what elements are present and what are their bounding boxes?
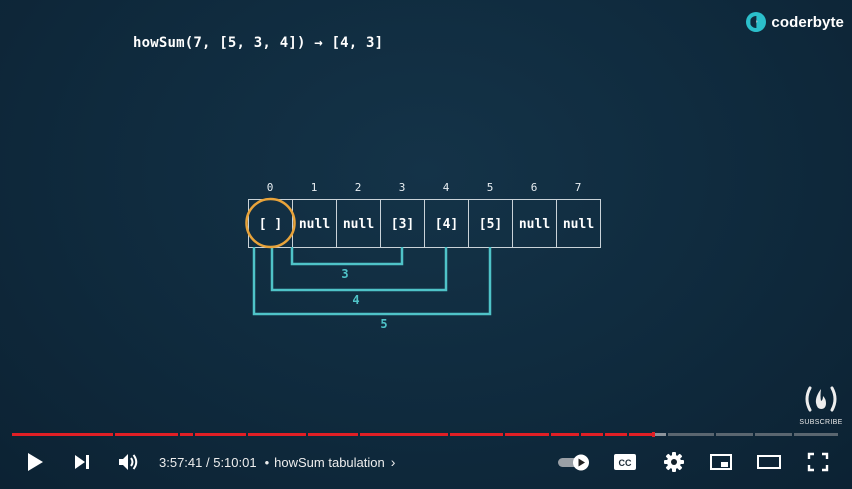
jump-label: 5	[380, 317, 387, 331]
time-separator: /	[202, 454, 214, 470]
chapter-segment	[794, 433, 838, 436]
next-icon	[75, 455, 89, 469]
chapter-segment	[668, 433, 714, 436]
chapter-segment	[505, 433, 549, 436]
subscribe-watermark[interactable]: SUBSCRIBE	[798, 385, 844, 426]
time-display: 3:57:41 / 5:10:01 • howSum tabulation ›	[159, 440, 395, 484]
closed-captions-icon: CC	[614, 454, 636, 470]
player-controls: 3:57:41 / 5:10:01 • howSum tabulation › …	[0, 440, 852, 484]
fullscreen-icon	[807, 452, 829, 472]
chapter-segment	[12, 433, 113, 436]
index-label: 4	[443, 181, 450, 194]
function-call-caption: howSum(7, [5, 3, 4]) → [4, 3]	[133, 35, 384, 51]
jump-label: 3	[341, 267, 348, 281]
autoplay-toggle[interactable]	[556, 440, 594, 484]
chapter-segment	[551, 433, 579, 436]
table-cell-value: null	[563, 217, 594, 232]
jump-bracket	[252, 247, 492, 316]
chevron-right-icon: ›	[390, 454, 396, 470]
coderbyte-logo-icon: ›	[746, 12, 767, 32]
index-label: 5	[487, 181, 494, 194]
chapter-segment	[629, 433, 653, 436]
jump-bracket	[290, 247, 404, 266]
current-time: 3:57:41	[159, 454, 203, 470]
chapter-segment	[308, 433, 358, 436]
brand-logo: › coderbyte	[746, 12, 844, 32]
duration: 5:10:01	[213, 454, 257, 470]
chapter-segment	[605, 433, 627, 436]
jump-bracket	[270, 247, 448, 292]
table-cell-value: [ ]	[259, 217, 282, 232]
fullscreen-button[interactable]	[804, 440, 832, 484]
table-cell-value: [4]	[435, 217, 458, 232]
theater-mode-button[interactable]	[754, 440, 784, 484]
play-button[interactable]	[22, 440, 48, 484]
table-cell-value: [3]	[391, 217, 414, 232]
theater-mode-icon	[757, 455, 781, 469]
table-cell-value: [5]	[479, 217, 502, 232]
volume-icon	[119, 454, 138, 470]
chapter-button[interactable]: • howSum tabulation ›	[265, 454, 396, 470]
table-cell	[556, 199, 601, 248]
chapter-segment	[115, 433, 178, 436]
chapter-segment	[450, 433, 503, 436]
index-label: 7	[575, 181, 582, 194]
index-label: 6	[531, 181, 538, 194]
gear-icon	[664, 452, 684, 472]
svg-text:CC: CC	[619, 458, 632, 468]
chapter-segment	[581, 433, 603, 436]
progress-bar[interactable]	[12, 432, 840, 438]
autoplay-toggle-icon	[558, 454, 589, 471]
index-row: 0 1 2 3 4 5 6 7	[267, 181, 582, 194]
table-row: [ ] null null [3] [4] [5] null null	[248, 199, 601, 248]
table-cell-value: null	[299, 217, 330, 232]
index-label: 2	[355, 181, 362, 194]
freecodecamp-flame-icon	[805, 386, 837, 412]
play-icon	[28, 453, 43, 471]
volume-button[interactable]	[116, 440, 142, 484]
index-label: 1	[311, 181, 318, 194]
chapter-segment	[360, 433, 448, 436]
jump-lines: 34 5	[252, 247, 492, 331]
chapter-bullet: •	[264, 454, 270, 470]
subscribe-label: SUBSCRIBE	[799, 419, 843, 426]
chapter-segment	[180, 433, 193, 436]
next-button[interactable]	[69, 440, 95, 484]
chapter-title: howSum tabulation	[274, 454, 385, 470]
settings-button[interactable]	[660, 440, 688, 484]
jump-label: 4	[352, 293, 359, 307]
chapter-segment	[195, 433, 246, 436]
table-cell-value: null	[519, 217, 550, 232]
scrubber-handle[interactable]	[651, 432, 655, 437]
table-cell-value: null	[343, 217, 374, 232]
chapter-segment	[652, 433, 666, 436]
chapter-segment	[755, 433, 792, 436]
miniplayer-button[interactable]	[707, 440, 735, 484]
captions-button[interactable]: CC	[611, 440, 639, 484]
miniplayer-icon	[710, 454, 732, 470]
chapter-segment	[716, 433, 753, 436]
index-label: 0	[267, 181, 274, 194]
brand-name: coderbyte	[771, 13, 844, 31]
index-label: 3	[399, 181, 406, 194]
chapter-segment	[248, 433, 306, 436]
highlight-circle	[245, 197, 296, 249]
